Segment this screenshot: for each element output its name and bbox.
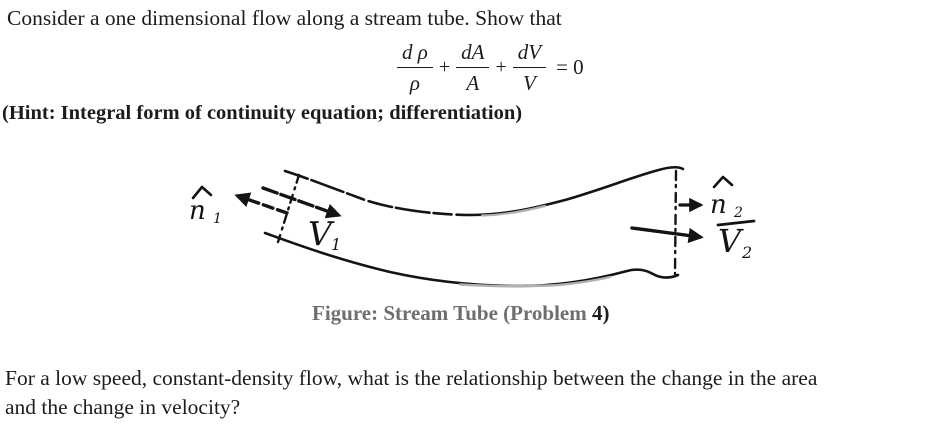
stream-tube-figure: n 1 V 1 n 2 V 2 [189,165,756,288]
fraction-velocity-denominator: V [522,71,536,96]
svg-text:n: n [189,196,206,226]
v2-label: V 2 [716,219,756,262]
fraction-velocity-numerator: dV [512,40,547,69]
station1-dashed-line [276,173,301,244]
svg-text:n: n [710,190,727,220]
fraction-density-denominator: ρ [409,71,420,96]
n2-label: n 2 [710,175,743,221]
v1-label: V 1 [308,214,341,254]
svg-text:1: 1 [213,211,222,227]
tube-lower-boundary [263,231,680,288]
svg-text:V: V [718,222,744,260]
v2-overbar-icon [716,219,756,227]
question-line-2: and the change in velocity? [5,394,241,419]
fraction-velocity: dV V [512,40,547,96]
v1-velocity-arrow-icon [261,186,342,219]
n1-label: n 1 [189,185,222,227]
fraction-density: d ρ ρ [397,40,433,95]
plus-sign: + [438,56,451,79]
problem-statement: Consider a one dimensional flow along a … [7,6,562,30]
n1-normal-arrow-icon [234,192,289,215]
tube-upper-boundary [283,165,685,217]
svg-text:V: V [308,214,335,253]
figure-caption-main: Figure: Stream Tube (Problem [312,301,592,325]
equation-rhs: = 0 [556,55,584,80]
svg-text:1: 1 [331,235,341,254]
plus-sign: + [495,56,507,79]
v2-velocity-arrow-icon [630,226,704,244]
continuity-equation: d ρ ρ + dA A + dV V = 0 [397,40,584,95]
hint-text: (Hint: Integral form of continuity equat… [2,102,523,124]
question-line-1: For a low speed, constant-density flow, … [5,366,818,390]
svg-text:2: 2 [733,205,743,221]
figure-caption-problem-number: 4) [592,301,610,325]
figure-caption: Figure: Stream Tube (Problem 4) [312,301,610,326]
fraction-area-denominator: A [466,71,480,96]
svg-text:2: 2 [741,243,752,262]
station2-dashed-line [673,169,678,276]
question-text: For a low speed, constant-density flow, … [5,364,817,421]
n1-hat-icon [191,185,213,200]
fraction-density-numerator: d ρ [397,40,433,69]
fraction-area: dA A [456,40,490,96]
n2-hat-icon [712,175,734,189]
fraction-area-numerator: dA [456,40,490,69]
